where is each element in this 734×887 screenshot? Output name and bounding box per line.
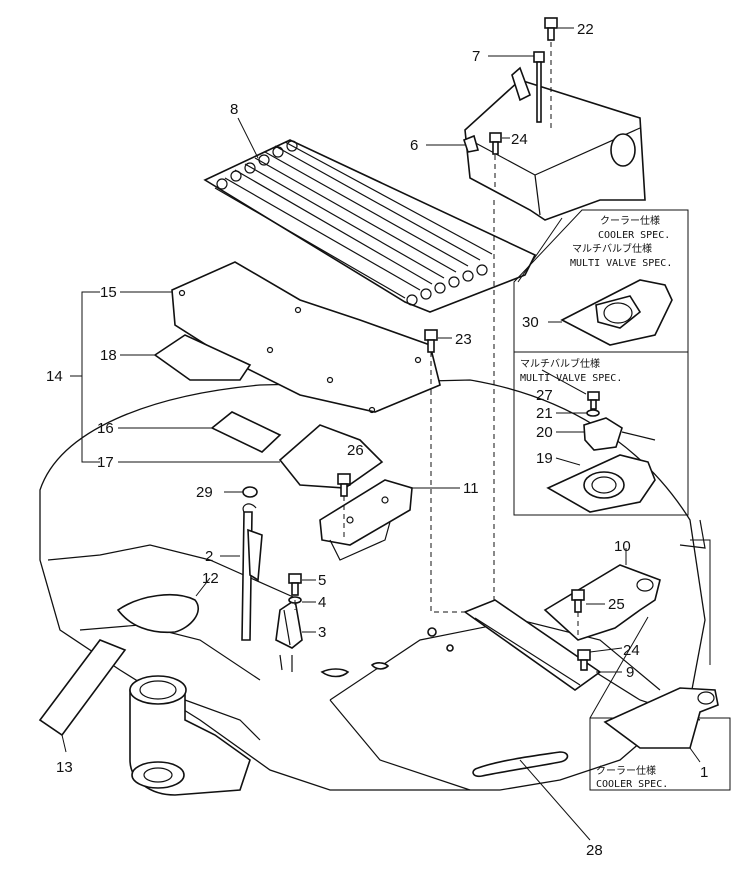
note-multi-en-2: MULTI VALVE SPEC. (520, 373, 622, 384)
part-20-flange (583, 417, 623, 451)
spec-notes: クーラー仕様 COOLER SPEC. マルチバルブ仕様 MULTI VALVE… (520, 214, 672, 790)
callout-15: 15 (100, 284, 117, 301)
callout-4: 4 (318, 594, 326, 611)
callout-16: 16 (97, 420, 114, 437)
part-17-pad (278, 424, 384, 489)
callout-23: 23 (455, 331, 472, 348)
part-13-bar (38, 639, 127, 737)
callout-24-bottom: 24 (623, 642, 640, 659)
base-plate-assembly (463, 564, 661, 691)
part-22-bolt (544, 17, 558, 130)
part-29-cap (242, 486, 258, 498)
part-2-rod (241, 503, 263, 641)
note-cooler-en: COOLER SPEC. (598, 230, 670, 241)
note-multi-en-1: MULTI VALVE SPEC. (570, 258, 672, 269)
callout-8: 8 (230, 101, 238, 118)
callout-29: 29 (196, 484, 213, 501)
part-23-bolt (424, 329, 438, 390)
callout-1: 1 (700, 764, 708, 781)
callout-6: 6 (410, 137, 418, 154)
callout-17: 17 (97, 454, 114, 471)
part-24-bolt-lower (577, 649, 591, 671)
callout-26: 26 (347, 442, 364, 459)
part-12-plate (116, 594, 199, 634)
callout-14: 14 (46, 368, 63, 385)
note-multi-jp-2: マルチバルブ仕様 (520, 357, 600, 370)
part-24-bolt-top (489, 132, 502, 190)
note-bottom-cooler-en: COOLER SPEC. (596, 779, 668, 790)
callout-18: 18 (100, 347, 117, 364)
part-16-pad (210, 411, 282, 453)
inset-box-bottom (589, 539, 731, 791)
part-25-bolt (571, 589, 585, 640)
callout-19: 19 (536, 450, 553, 467)
callout-2: 2 (205, 548, 213, 565)
part-6-clip (463, 134, 480, 153)
inset-box-options (513, 209, 689, 516)
callout-30: 30 (522, 314, 539, 331)
callout-21: 21 (536, 405, 553, 422)
part-7-stud (533, 51, 545, 123)
callout-7: 7 (472, 48, 480, 65)
callout-9: 9 (626, 664, 634, 681)
part-8-grille (203, 139, 537, 313)
callout-3: 3 (318, 624, 326, 641)
leader-lines (61, 27, 701, 841)
callout-20: 20 (536, 424, 553, 441)
callout-10: 10 (614, 538, 631, 555)
part-18-mat (153, 334, 252, 381)
assembly-lines (294, 200, 495, 613)
boom-bracket (129, 675, 261, 796)
callout-28: 28 (586, 842, 603, 859)
tank-bracket (464, 66, 646, 221)
callout-25: 25 (608, 596, 625, 613)
part-21-washer (586, 409, 600, 417)
callout-numbers: 1 2 3 4 5 6 7 8 9 10 11 12 13 14 15 16 1… (46, 21, 708, 859)
callout-11: 11 (463, 480, 479, 497)
callout-27: 27 (536, 387, 553, 404)
note-bottom-cooler-jp: クーラー仕様 (596, 764, 656, 777)
callout-12: 12 (202, 570, 219, 587)
part-11-bracket (319, 479, 413, 561)
callout-5: 5 (318, 572, 326, 589)
part-27-bolt (587, 391, 600, 410)
part-1-plate (603, 687, 719, 749)
note-multi-jp-1: マルチバルブ仕様 (572, 242, 652, 255)
callout-13: 13 (56, 759, 73, 776)
part-10-plate (543, 564, 661, 641)
note-cooler-jp: クーラー仕様 (600, 214, 660, 227)
part-5-bolt (288, 573, 302, 596)
callout-24-top: 24 (511, 131, 528, 148)
callout-22: 22 (577, 21, 594, 38)
